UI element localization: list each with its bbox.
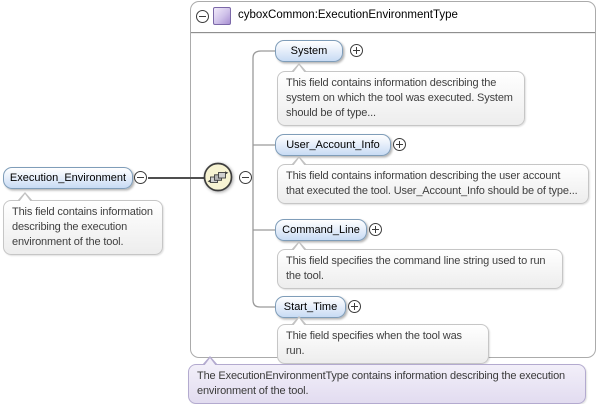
plus-icon[interactable]: [348, 300, 361, 313]
tooltip-execution-environment: This field contains information describi…: [3, 192, 163, 255]
plus-icon[interactable]: [393, 138, 406, 151]
collapse-sequence-button[interactable]: [239, 171, 252, 184]
collapse-type-button[interactable]: [196, 10, 209, 23]
plus-icon[interactable]: [369, 223, 382, 236]
type-documentation: The ExecutionEnvironmentType contains in…: [188, 356, 586, 404]
header-separator: [191, 32, 595, 33]
tooltip-start-time: Thie field specifies when the tool was r…: [277, 316, 489, 364]
element-user-account-info[interactable]: User_Account_Info: [275, 134, 391, 156]
plus-icon[interactable]: [350, 44, 363, 57]
type-name: cyboxCommon:ExecutionEnvironmentType: [238, 9, 458, 21]
element-start-time[interactable]: Start_Time: [275, 296, 346, 318]
sequence-icon[interactable]: [202, 161, 236, 195]
minus-icon[interactable]: [134, 171, 147, 184]
tooltip-user-account-info: This field contains information describi…: [277, 156, 589, 204]
complex-type-icon: [213, 7, 231, 25]
tooltip-system: This field contains information describi…: [277, 63, 525, 126]
element-system[interactable]: System: [275, 40, 343, 62]
tooltip-command-line: This field specifies the command line st…: [277, 241, 563, 289]
element-execution-environment[interactable]: Execution_Environment: [3, 167, 133, 189]
element-command-line[interactable]: Command_Line: [275, 219, 367, 241]
